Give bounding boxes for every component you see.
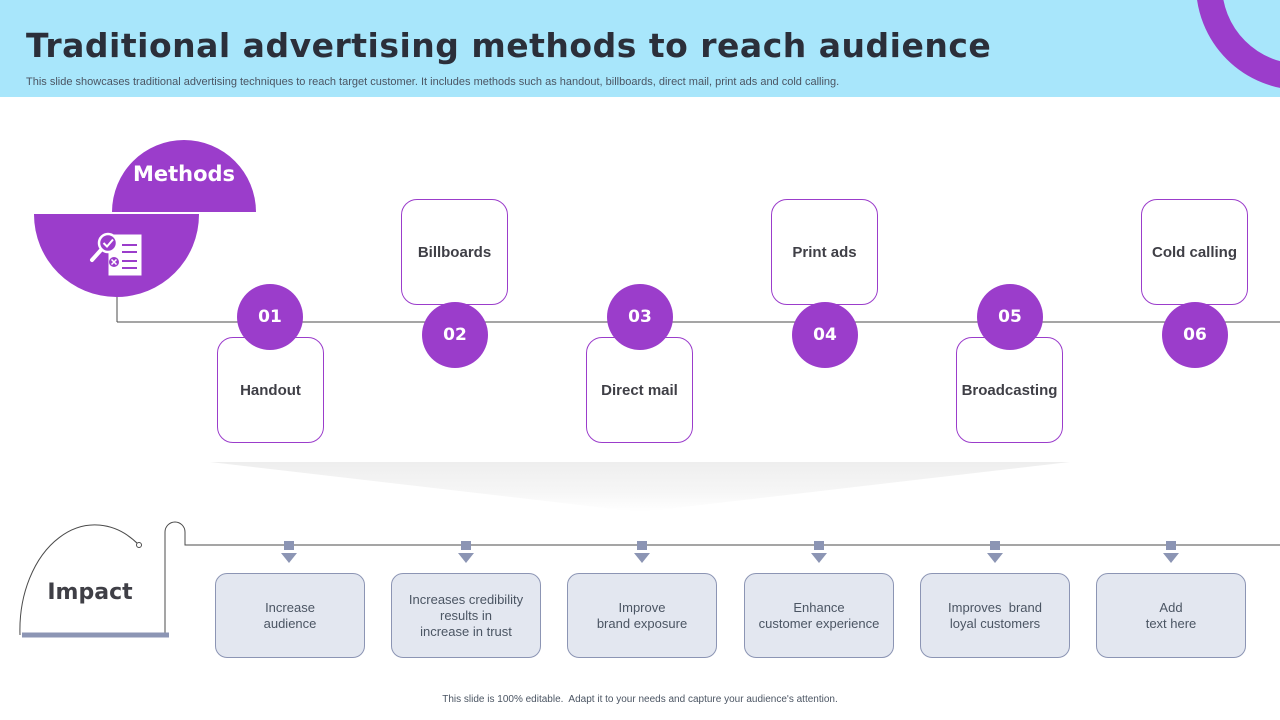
page-subtitle: This slide showcases traditional adverti… [26,76,840,88]
method-number: 05 [998,307,1022,327]
method-number-badge: 06 [1162,302,1228,368]
method-number-badge: 05 [977,284,1043,350]
impact-marker [1163,541,1179,563]
impact-line: Improves brand [948,599,1042,615]
impact-box: Add text here [1096,573,1246,658]
impact-marker [458,541,474,563]
impact-box: Improve brand exposure [567,573,717,658]
impact-line: Add [1159,599,1183,615]
impact-line: Improve [618,599,666,615]
method-number: 03 [628,307,652,327]
impact-line: increase in trust [420,623,512,639]
impact-text: Increase audience [225,600,355,632]
method-label: Cold calling [1151,243,1237,261]
page-title: Traditional advertising methods to reach… [26,26,992,65]
method-number: 01 [258,307,282,327]
impact-text: Enhance customer experience [754,600,884,632]
impact-box: Improves brand loyal customers [920,573,1070,658]
impact-line: Enhance [793,599,845,615]
impact-marker [987,541,1003,563]
method-card-handout: Handout [217,337,324,443]
method-number-badge: 02 [422,302,488,368]
impact-box: Increase audience [215,573,365,658]
impact-text: Improves brand loyal customers [930,600,1060,632]
impact-marker [281,541,297,563]
impact-text: Increases credibility results in increas… [401,592,531,640]
impact-line: results in [439,607,493,623]
footer-note: This slide is 100% editable. Adapt it to… [442,694,838,705]
impact-text: Improve brand exposure [577,600,707,632]
impact-marker [634,541,650,563]
method-label: Print ads [792,243,857,261]
method-card-billboards: Billboards [401,199,508,305]
impact-box: Increases credibility results in increas… [391,573,541,658]
method-label: Billboards [417,243,492,261]
impact-line: Increases credibility [408,591,524,607]
impact-curve-dot [136,542,142,548]
checklist-document-icon [90,232,143,277]
impact-curve [19,524,140,636]
impact-text: Add text here [1106,600,1236,632]
method-label: Broadcasting [961,381,1058,399]
impact-box: Enhance customer experience [744,573,894,658]
method-number-badge: 03 [607,284,673,350]
method-number: 06 [1183,325,1207,345]
method-card-cold-calling: Cold calling [1141,199,1248,305]
method-card-direct-mail: Direct mail [586,337,693,443]
method-card-broadcasting: Broadcasting [956,337,1063,443]
impact-line: text here [1145,615,1197,631]
impact-hook [164,521,1280,636]
method-number: 02 [443,325,467,345]
method-label: Handout [240,381,301,399]
method-number-badge: 04 [792,302,858,368]
impact-line: customer experience [758,615,880,631]
method-label: Direct mail [601,381,678,399]
impact-line: brand exposure [596,615,688,631]
impact-line: audience [263,615,317,631]
methods-heading: Methods [132,162,236,186]
impact-line: loyal customers [949,615,1041,631]
impact-line: Increase [265,599,315,615]
impact-heading: Impact [47,580,133,605]
method-number-badge: 01 [237,284,303,350]
method-number: 04 [813,325,837,345]
impact-marker [811,541,827,563]
header-banner: Traditional advertising methods to reach… [0,0,1280,97]
